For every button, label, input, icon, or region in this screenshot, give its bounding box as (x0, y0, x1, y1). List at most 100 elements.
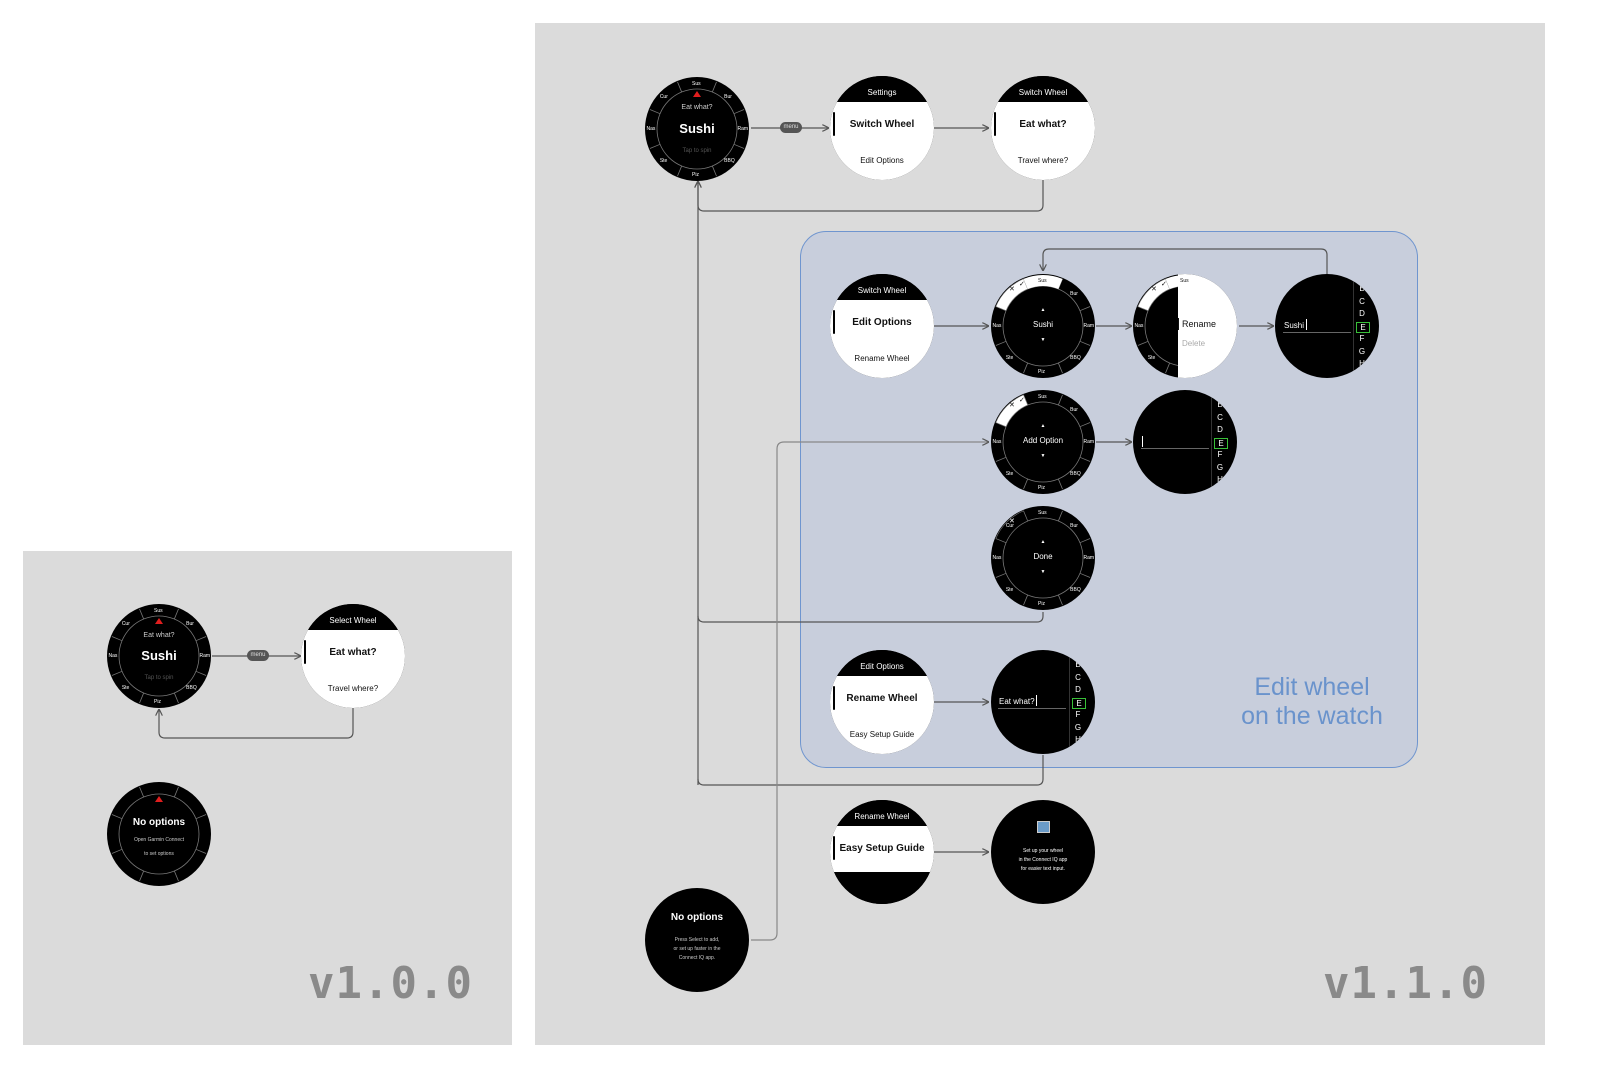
letter-key[interactable]: H (1359, 359, 1365, 368)
wheel-ring (995, 275, 1091, 374)
menu-selected-item[interactable]: Eat what? (301, 630, 405, 677)
menu-selected-item[interactable]: Switch Wheel (830, 102, 934, 149)
no-options-line2: or set up faster in the (673, 946, 721, 952)
easy-setup-menu[interactable]: Rename Wheel Easy Setup Guide (830, 800, 934, 904)
menu-next-item[interactable]: Edit Options (830, 148, 934, 180)
no-options-line3: Connect IQ app. (678, 955, 716, 961)
cancel-icon[interactable]: ✕ (1151, 286, 1157, 293)
letter-key[interactable]: H (1217, 475, 1223, 484)
wheel-segment-label: Bur (1212, 290, 1220, 297)
selected-segment (1023, 275, 1063, 290)
wheel-segment-label: Sus (154, 607, 163, 614)
cancel-icon[interactable]: ✕ (1009, 518, 1015, 525)
v100-select-wheel-menu[interactable]: Select Wheel Eat what? Travel where? (301, 604, 405, 708)
up-arrow-icon[interactable]: ▲ (1040, 539, 1046, 545)
wheel-ring (649, 81, 745, 177)
menu-next-item[interactable]: Easy Setup Guide (830, 722, 934, 754)
confirm-icon[interactable]: ✓ (1019, 281, 1025, 288)
wheel-segment-label: Bur (186, 620, 194, 627)
letter-key[interactable]: C (1217, 412, 1223, 422)
selection-indicator (304, 640, 306, 664)
rename-action[interactable]: Rename (1182, 319, 1217, 329)
menu-header: Switch Wheel (830, 274, 934, 300)
pointer-icon (155, 618, 163, 624)
down-arrow-icon[interactable]: ▼ (1040, 337, 1046, 343)
letter-key[interactable]: E (1214, 437, 1228, 449)
menu-selected-item[interactable]: Eat what? (991, 102, 1095, 149)
cancel-icon[interactable]: ✕ (1009, 402, 1015, 409)
down-arrow-icon[interactable]: ▼ (1040, 569, 1046, 575)
confirm-icon[interactable]: ✓ (1161, 281, 1167, 288)
menu-button-pill-v110[interactable]: menu (780, 122, 802, 133)
menu-next-item[interactable]: Travel where? (301, 676, 405, 708)
wheel-segment-label: Bur (1070, 406, 1078, 413)
settings-menu[interactable]: Settings Switch Wheel Edit Options (830, 76, 934, 180)
letter-key[interactable]: B (1075, 660, 1081, 669)
letter-key[interactable]: G (1358, 346, 1366, 356)
letter-key[interactable]: G (1216, 462, 1224, 472)
done-label: Done (1033, 552, 1053, 561)
menu-next-item[interactable]: Rename Wheel (830, 346, 934, 378)
letter-key[interactable]: B (1217, 400, 1223, 409)
text-field-value[interactable]: Sushi (1284, 321, 1305, 330)
down-arrow-icon[interactable]: ▼ (1040, 453, 1046, 459)
menu-selected-item[interactable]: Edit Options (830, 300, 934, 347)
letter-key[interactable]: D (1359, 309, 1365, 318)
v110-no-options-screen[interactable]: No options Press Select to add, or set u… (645, 888, 749, 992)
action-panel: Rename Delete (1178, 274, 1237, 378)
wheel-segment-label: Sus (692, 80, 701, 87)
spin-prompt: Eat what? (681, 104, 713, 111)
text-field-value[interactable]: Eat what? (999, 697, 1035, 706)
letter-key[interactable]: F (1359, 334, 1365, 343)
letter-key[interactable]: E (1072, 697, 1086, 709)
up-arrow-icon[interactable]: ▲ (1040, 307, 1046, 313)
letter-key[interactable]: C (1075, 672, 1081, 682)
selection-indicator (833, 310, 835, 334)
letter-key[interactable]: H (1075, 735, 1081, 744)
delete-action[interactable]: Delete (1182, 339, 1206, 348)
menu-selected-item[interactable]: Rename Wheel (830, 676, 934, 723)
letter-key[interactable]: F (1217, 450, 1223, 459)
confirm-icon[interactable]: ✓ (1019, 397, 1025, 404)
menu-button-pill-v100[interactable]: menu (247, 650, 269, 661)
edit-options-menu[interactable]: Switch Wheel Edit Options Rename Wheel (830, 274, 934, 378)
letter-key[interactable]: D (1075, 685, 1081, 694)
edit-controls-segment (1137, 278, 1171, 312)
wheel-ring (111, 786, 207, 882)
rename-wheel-menu[interactable]: Edit Options Rename Wheel Easy Setup Gui… (830, 650, 934, 754)
menu-selected-item[interactable]: Easy Setup Guide (830, 826, 934, 873)
setup-guide-line2: in the Connect IQ app (1018, 857, 1068, 863)
edit-controls-segment (995, 510, 1029, 544)
wheel-segment-label: Sus (1038, 509, 1047, 516)
menu-next-item[interactable]: Travel where? (991, 148, 1095, 180)
letter-key[interactable]: G (1074, 722, 1082, 732)
letter-key[interactable]: E (1356, 321, 1370, 333)
wheel-segment-label: Ste (659, 158, 668, 165)
edit-controls-segment (995, 278, 1029, 312)
spin-value: Sushi (141, 648, 177, 663)
letter-key[interactable]: B (1359, 284, 1365, 293)
wheel-segment-label: Sus (1038, 277, 1047, 284)
letter-key[interactable]: D (1217, 425, 1223, 434)
switch-wheel-menu[interactable]: Switch Wheel Eat what? Travel where? (991, 76, 1095, 180)
edit-region-label-line2: on the watch (1241, 702, 1383, 730)
text-field-underline (998, 708, 1066, 709)
up-arrow-icon[interactable]: ▲ (1040, 423, 1046, 429)
cancel-icon[interactable]: ✕ (1009, 286, 1015, 293)
letter-key[interactable]: F (1075, 710, 1081, 719)
wheel-segment-label: Bur (1070, 290, 1078, 297)
letter-key[interactable]: C (1359, 296, 1365, 306)
arrow-keyboard-back (1043, 248, 1328, 274)
